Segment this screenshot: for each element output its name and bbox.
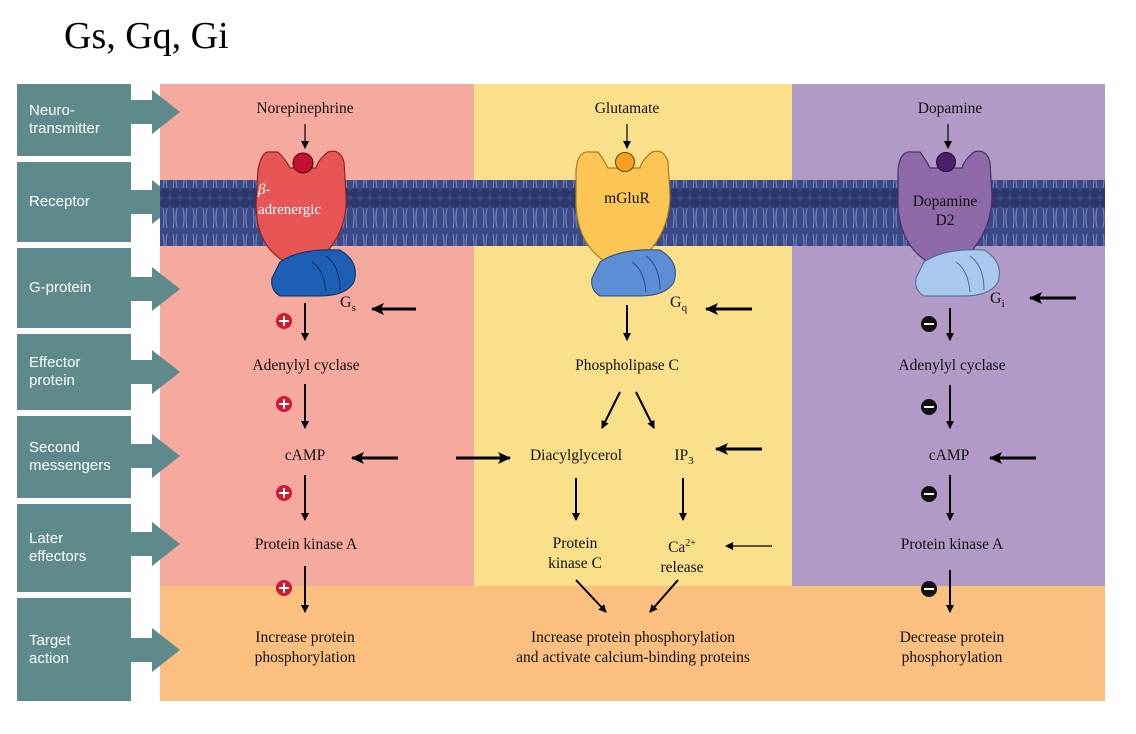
minus-sign-icon [921, 399, 937, 415]
row-label-target-action: Target action [17, 598, 131, 701]
gi-second-messenger-label: cAMP [928, 447, 970, 464]
gs-effector-label: Adenylyl cyclase [252, 357, 360, 374]
row-arrow-icon [131, 90, 180, 134]
gi-target-label: Decrease protein phosphorylation [899, 629, 1005, 666]
gq-ip3-label: IP3 [674, 447, 694, 468]
row-arrow-icon [131, 434, 180, 478]
minus-sign-icon [921, 316, 937, 332]
gs-neurotransmitter-label: Norepinephrine [256, 100, 354, 117]
gq-target-label: Increase protein phosphorylation and act… [516, 629, 750, 666]
annotation-arrows [351, 292, 1076, 464]
row-label-effector: Effector protein [17, 334, 131, 410]
gs-receptor-beta: β- [258, 182, 271, 198]
beta-adrenergic-receptor [255, 150, 347, 271]
minus-sign-icon [921, 581, 937, 597]
row-arrow-icon [131, 180, 180, 224]
row-label-receptor: Receptor [17, 162, 131, 242]
mglur-receptor [575, 150, 671, 271]
norepinephrine-ligand-icon [292, 152, 314, 174]
gi-neurotransmitter-label: Dopamine [917, 100, 983, 117]
row-arrow-icon [131, 350, 180, 394]
row-arrow-icon [131, 628, 180, 672]
gi-later-effector-label: Protein kinase A [900, 536, 1004, 553]
glutamate-ligand-icon [615, 152, 635, 172]
plus-sign-icon [276, 580, 292, 596]
plus-sign-icon [276, 313, 292, 329]
dopamine-d2-receptor [897, 150, 993, 271]
gs-later-effector-label: Protein kinase A [254, 536, 358, 553]
gs-protein-icon [271, 249, 356, 297]
row-label-second-messengers: Second messengers [17, 416, 131, 498]
gs-target-label: Increase protein phosphorylation [254, 629, 356, 666]
row-arrows [131, 90, 180, 672]
row-label-neurotransmitter: Neuro- transmitter [17, 84, 131, 156]
row-arrow-icon [131, 522, 180, 566]
plus-sign-icon [276, 396, 292, 412]
row-arrow-icon [131, 267, 180, 311]
neurotransmitter-arrows [301, 124, 952, 149]
gq-effector-label: Phospholipase C [575, 357, 679, 374]
gq-protein-kinase-c-label: Protein kinase C [548, 535, 602, 572]
gs-receptor-label: β- adrenergic [258, 180, 348, 220]
page-title: Gs, Gq, Gi [64, 15, 229, 57]
gs-second-messenger-label: cAMP [284, 447, 326, 464]
gq-receptor-label: mGluR [604, 190, 650, 207]
gi-effector-label: Adenylyl cyclase [898, 357, 1006, 374]
gs-receptor-name: adrenergic [258, 202, 322, 218]
gq-neurotransmitter-label: Glutamate [594, 100, 660, 117]
row-label-later-effectors: Later effectors [17, 504, 131, 592]
gi-minus-signs [921, 316, 937, 597]
gq-gprotein-label: Gq [670, 294, 688, 315]
row-label-gprotein: G-protein [17, 248, 131, 328]
gi-gprotein-label: Gi [990, 290, 1005, 311]
gs-plus-signs [276, 313, 292, 596]
dopamine-ligand-icon [936, 152, 956, 172]
gs-gprotein-label: Gs [340, 294, 356, 315]
gq-diacylglycerol-label: Diacylglycerol [529, 447, 623, 464]
pathway-arrows [301, 303, 954, 613]
gi-receptor-label: Dopamine D2 [912, 193, 978, 229]
gi-protein-icon [915, 249, 1000, 297]
plus-sign-icon [276, 485, 292, 501]
minus-sign-icon [921, 486, 937, 502]
gq-ca-release-label: Ca2+ release [660, 538, 704, 577]
gq-protein-icon [591, 249, 676, 297]
